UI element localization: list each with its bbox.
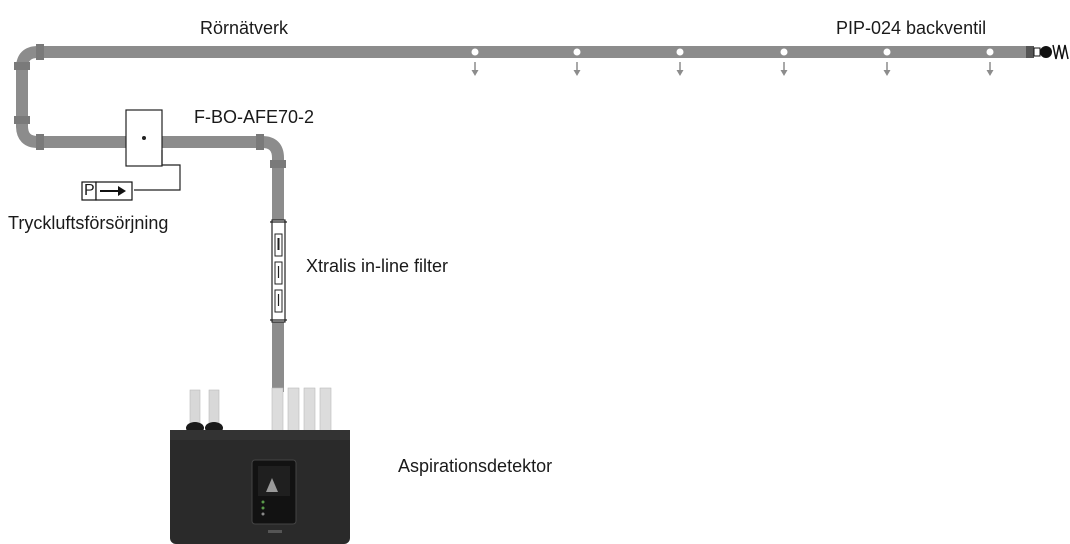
check-valve-icon [1026,44,1069,60]
pressure-symbol-label: P [84,182,95,199]
pipe-network [16,46,1028,392]
inline-filter-label: Xtralis in-line filter [306,256,449,276]
sampling-hole [883,48,891,76]
compressed-air-label: Tryckluftsförsörjning [8,213,169,233]
sampling-holes [471,48,994,76]
joint-bend-down [270,160,286,168]
pipe-joints [14,44,286,168]
sampling-hole [780,48,788,76]
pipe-network-label: Rörnätverk [200,18,289,38]
joint-bend-right [256,134,264,150]
valve-unit-label: F-BO-AFE70-2 [194,107,315,127]
check-valve-label: PIP-024 backventil [836,18,987,38]
sampling-hole [573,48,581,76]
joint-bottom-left [36,134,44,150]
compressed-air-symbol [81,181,133,201]
joint-left-lower [14,116,30,124]
detector-label: Aspirationsdetektor [398,456,553,476]
aspiration-detector-icon [170,387,350,544]
joint-left-upper [14,62,30,70]
valve-unit-icon [125,109,181,191]
main-pipe-top [16,46,1028,392]
sampling-hole [676,48,684,76]
sampling-hole [986,48,994,76]
joint-top-left [36,44,44,60]
sampling-hole [471,48,479,76]
inline-filter-icon [270,219,287,323]
